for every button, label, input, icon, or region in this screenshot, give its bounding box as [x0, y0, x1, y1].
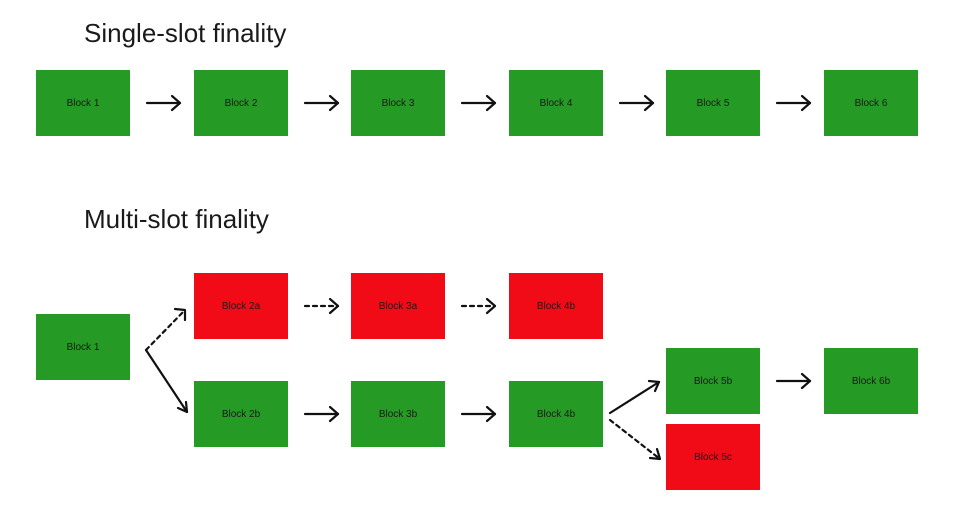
multi-block-2b: Block 2b: [194, 381, 288, 447]
multi-block-4b-red: Block 4b: [509, 273, 603, 339]
arrow-solid-1-2b: [144, 348, 189, 414]
arrow-single-1-2: [145, 94, 182, 112]
arrow-single-4-5: [618, 94, 655, 112]
single-slot-title: Single-slot finality: [84, 18, 287, 48]
arrow-solid-4b-5b: [608, 379, 661, 415]
multi-block-5b: Block 5b: [666, 348, 760, 414]
arrow-single-5-6: [775, 94, 812, 112]
arrow-dashed-3a-4b: [460, 297, 497, 315]
arrow-solid-5b-6b: [775, 372, 812, 390]
multi-block-2a: Block 2a: [194, 273, 288, 339]
multi-block-3a: Block 3a: [351, 273, 445, 339]
multi-slot-title: Multi-slot finality: [84, 204, 269, 234]
single-block-4: Block 4: [509, 70, 603, 136]
arrow-single-3-4: [460, 94, 497, 112]
multi-block-3b: Block 3b: [351, 381, 445, 447]
arrow-dashed-1-2a: [144, 307, 187, 352]
multi-block-5c: Block 5c: [666, 424, 760, 490]
arrow-single-2-3: [303, 94, 340, 112]
multi-block-6b: Block 6b: [824, 348, 918, 414]
single-block-2: Block 2: [194, 70, 288, 136]
single-block-3: Block 3: [351, 70, 445, 136]
single-block-5: Block 5: [666, 70, 760, 136]
arrow-solid-2b-3b: [303, 405, 340, 423]
arrow-solid-3b-4b: [460, 405, 497, 423]
multi-block-1: Block 1: [36, 314, 130, 380]
arrow-dashed-2a-3a: [303, 297, 340, 315]
single-block-1: Block 1: [36, 70, 130, 136]
multi-block-4b: Block 4b: [509, 381, 603, 447]
arrow-dashed-4b-5c: [608, 418, 662, 461]
single-block-6: Block 6: [824, 70, 918, 136]
